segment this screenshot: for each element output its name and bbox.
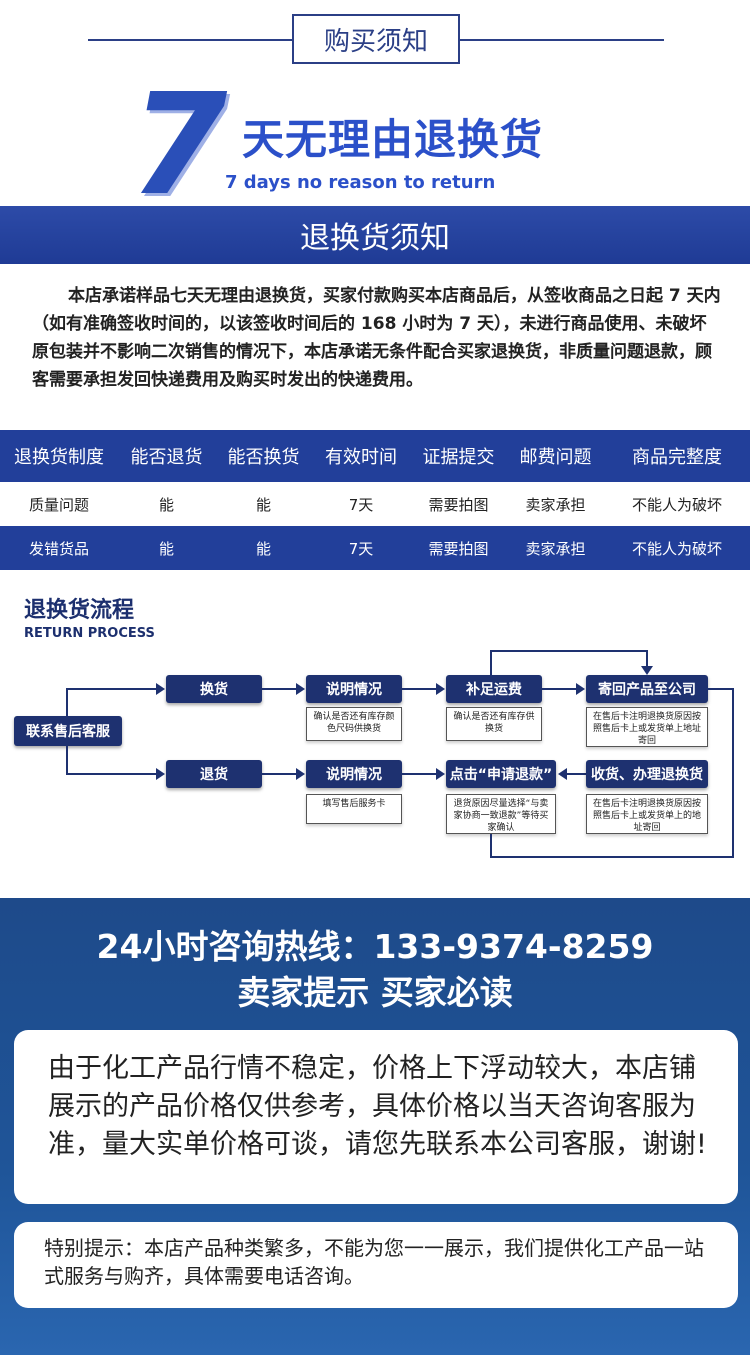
table-cell: 发错货品: [28, 539, 89, 558]
table-cell: 能: [158, 539, 174, 558]
return-policy-text: 本店承诺样品七天无理由退换货，买家付款购买本店商品后，从签收商品之日起 7 天内…: [32, 286, 721, 390]
flow-node-apply-refund: 点击“申请退款”: [446, 760, 556, 788]
flow-connector: [490, 650, 648, 652]
flow-connector: [66, 773, 158, 775]
table-cell: 7天: [348, 539, 374, 558]
arrow-right-icon: [296, 768, 305, 780]
table-row: 质量问题 能 能 7天 需要拍图 卖家承担 不能人为破坏: [0, 482, 750, 526]
flow-node-exchange: 换货: [166, 675, 262, 703]
special-notice-card: 特别提示：本店产品种类繁多，不能为您一一展示，我们提供化工产品一站式服务与购齐，…: [14, 1222, 738, 1308]
flow-connector: [490, 834, 492, 858]
table-cell: 不能人为破坏: [631, 495, 722, 514]
flow-node-refund: 退货: [166, 760, 262, 788]
flow-connector: [66, 688, 158, 690]
arrow-right-icon: [156, 768, 165, 780]
table-cell: 质量问题: [28, 495, 89, 514]
table-cell: 能: [255, 539, 271, 558]
table-header-cell: 退换货制度: [14, 447, 104, 468]
flow-node-send-back: 寄回产品至公司: [586, 675, 708, 703]
table-cell: 能: [158, 495, 174, 514]
arrow-right-icon: [576, 683, 585, 695]
flow-node-explain-refund: 说明情况: [306, 760, 402, 788]
table-cell: 卖家承担: [525, 495, 586, 514]
banner-subtitle: 7 days no reason to return: [225, 172, 496, 193]
seven-day-banner: 7 天无理由退换货 7 days no reason to return: [130, 76, 610, 216]
flow-note-explain-refund: 填写售后服务卡: [306, 794, 402, 824]
flow-connector: [490, 856, 734, 858]
return-process-flowchart: 联系售后客服 换货 说明情况 确认是否还有库存颜色尺码供换货 补足运费 确认是否…: [0, 640, 750, 870]
flow-note-apply-refund: 退货原因尽量选择“与卖家协商一致退款”等待买家确认: [446, 794, 556, 834]
notice-header: 购买须知: [0, 14, 750, 66]
table-header: 退换货制度 能否退货 能否换货 有效时间 证据提交 邮费问题 商品完整度: [0, 430, 750, 482]
arrow-right-icon: [436, 768, 445, 780]
flow-note-explain-exchange: 确认是否还有库存颜色尺码供换货: [306, 707, 402, 741]
price-notice-card: 由于化工产品行情不稳定，价格上下浮动较大，本店铺展示的产品价格仅供参考，具体价格…: [14, 1030, 738, 1204]
flow-connector: [566, 773, 586, 775]
flow-node-explain-exchange: 说明情况: [306, 675, 402, 703]
arrow-left-icon: [558, 768, 567, 780]
flow-connector: [708, 688, 734, 690]
flow-connector: [646, 650, 648, 668]
flow-connector: [402, 773, 438, 775]
arrow-right-icon: [156, 683, 165, 695]
table-header-cell: 邮费问题: [519, 447, 592, 468]
flow-note-send-back: 在售后卡注明退换货原因按照售后卡上或发货单上地址寄回: [586, 707, 708, 747]
flow-note-receive: 在售后卡注明退换货原因按照售后卡上或发货单上的地址寄回: [586, 794, 708, 834]
notice-divider-right: [460, 39, 664, 41]
table-header-cell: 能否换货: [227, 447, 300, 468]
table-cell: 需要拍图: [428, 495, 489, 514]
table-row: 发错货品 能 能 7天 需要拍图 卖家承担 不能人为破坏: [0, 526, 750, 570]
process-subtitle: RETURN PROCESS: [24, 626, 155, 641]
flow-node-freight: 补足运费: [446, 675, 542, 703]
process-title: 退换货流程: [24, 598, 135, 623]
flow-node-receive: 收货、办理退换货: [586, 760, 708, 788]
notice-title: 购买须知: [292, 14, 460, 64]
flow-connector: [66, 688, 68, 716]
banner-big-number: 7: [130, 64, 228, 227]
flow-connector: [262, 773, 298, 775]
return-notice-title: 退换货须知: [0, 206, 750, 264]
bottom-notice-section: 24小时咨询热线：133-9374-8259 卖家提示 买家必读 由于化工产品行…: [0, 898, 750, 1355]
hotline-text: 24小时咨询热线：133-9374-8259: [96, 927, 654, 966]
return-policy-table: 退换货制度 能否退货 能否换货 有效时间 证据提交 邮费问题 商品完整度 质量问…: [0, 430, 750, 570]
table-cell: 能: [255, 495, 271, 514]
notice-divider-left: [88, 39, 292, 41]
flow-connector: [732, 688, 734, 858]
table-cell: 不能人为破坏: [631, 539, 722, 558]
table-header-cell: 能否退货: [130, 447, 203, 468]
flow-connector: [542, 688, 578, 690]
table-cell: 需要拍图: [428, 539, 489, 558]
arrow-down-icon: [641, 666, 653, 675]
seller-tip-title: 卖家提示 买家必读: [237, 973, 513, 1012]
flow-connector: [490, 650, 492, 675]
table-cell: 7天: [348, 495, 374, 514]
arrow-right-icon: [436, 683, 445, 695]
banner-title: 天无理由退换货: [242, 115, 544, 164]
table-header-cell: 商品完整度: [632, 447, 722, 468]
table-cell: 卖家承担: [525, 539, 586, 558]
table-header-cell: 有效时间: [325, 447, 397, 468]
flow-connector: [262, 688, 298, 690]
flow-connector: [66, 746, 68, 774]
flow-node-contact-service: 联系售后客服: [14, 716, 122, 746]
table-header-cell: 证据提交: [422, 447, 495, 468]
flow-connector: [402, 688, 438, 690]
arrow-right-icon: [296, 683, 305, 695]
flow-note-freight: 确认是否还有库存供换货: [446, 707, 542, 741]
